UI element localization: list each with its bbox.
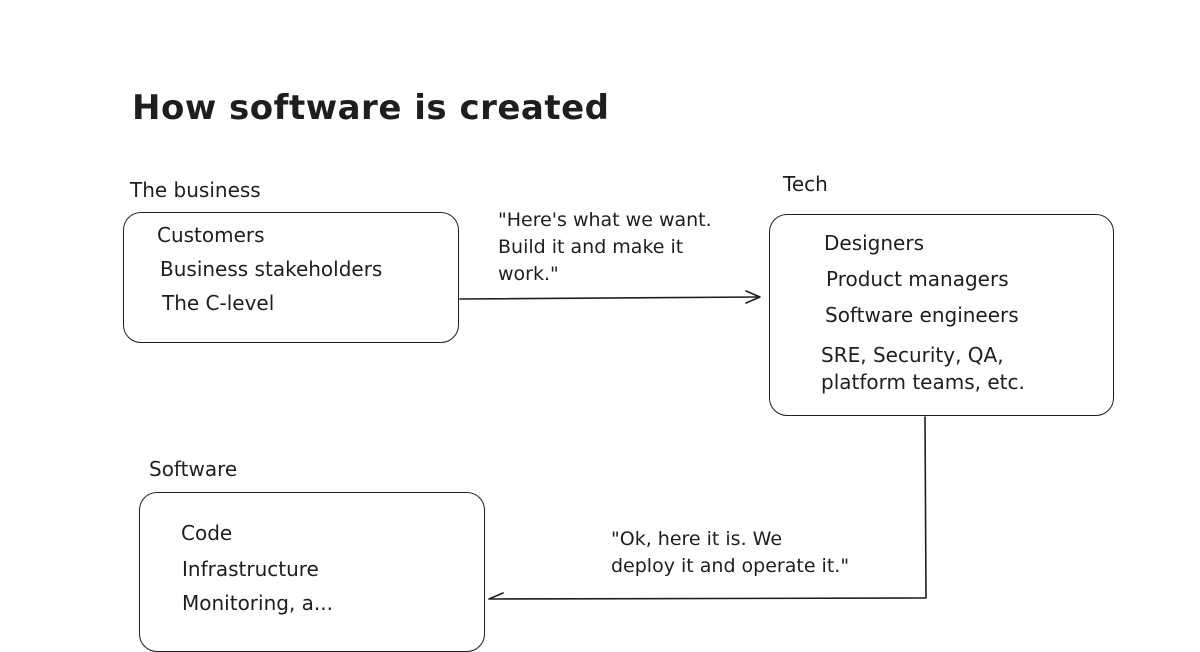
business-box: Customers Business stakeholders The C-le… — [123, 212, 459, 343]
tech-item: Software engineers — [825, 303, 1019, 327]
diagram-title: How software is created — [132, 88, 610, 128]
business-item: Business stakeholders — [160, 257, 383, 281]
business-group-label: The business — [130, 178, 261, 202]
software-item: Infrastructure — [182, 557, 319, 581]
tech-box: Designers Product managers Software engi… — [769, 214, 1114, 416]
arrow-business-to-tech — [459, 290, 761, 304]
software-item: Code — [181, 521, 233, 545]
business-to-tech-label: "Here's what we want. Build it and make … — [498, 209, 712, 285]
business-item: The C-level — [162, 291, 275, 315]
tech-to-software-label: "Ok, here it is. We deploy it and operat… — [611, 528, 850, 577]
connectors — [459, 290, 927, 600]
tech-item: Designers — [824, 231, 924, 255]
tech-group-label: Tech — [783, 172, 828, 196]
software-group-label: Software — [149, 457, 238, 481]
arrow-tech-to-software — [488, 416, 927, 600]
business-item: Customers — [157, 223, 265, 247]
tech-item: SRE, Security, QA, platform teams, etc. — [821, 343, 1025, 394]
tech-item: Product managers — [826, 267, 1009, 291]
